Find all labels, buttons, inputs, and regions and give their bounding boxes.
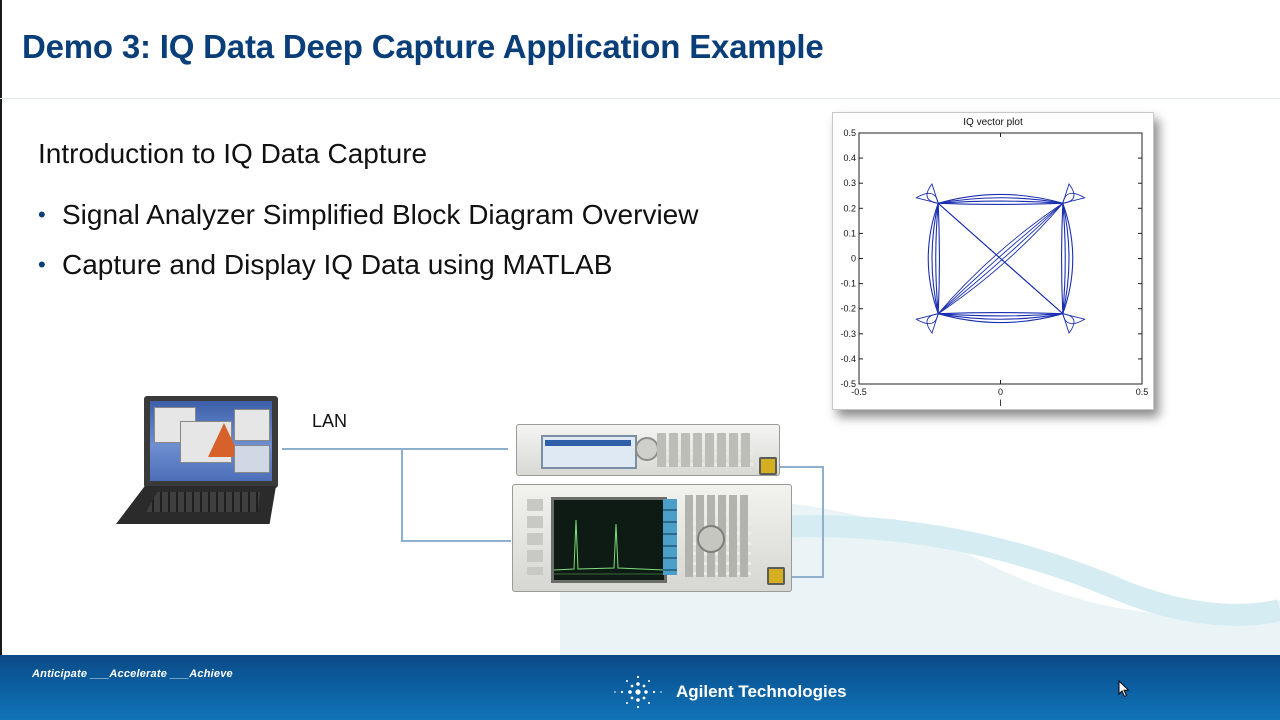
signal-generator-image: [516, 424, 780, 476]
lan-label: LAN: [312, 411, 348, 431]
iq-trajectory: [938, 312, 1063, 315]
generator-display: [541, 435, 637, 469]
y-tick-label: -0.1: [840, 279, 856, 289]
slide-left-border: [0, 0, 2, 655]
y-tick-label: 0.1: [843, 228, 856, 238]
analyzer-softkeys: [663, 499, 677, 575]
title-divider: [0, 98, 1280, 99]
generator-keypad: [657, 433, 753, 467]
iq-trajectory: [938, 313, 1063, 324]
rf-cable: [776, 466, 823, 468]
footer-bar: Anticipate ___Accelerate ___Achieve Agil…: [0, 655, 1280, 720]
x-axis-label: I: [999, 398, 1002, 408]
slide-title: Demo 3: IQ Data Deep Capture Application…: [22, 28, 824, 65]
bullet-marker: •: [38, 202, 46, 227]
iq-trajectory: [1061, 203, 1064, 314]
iq-vector-plot: IQ vector plot 0.5 0.4 0.3 0.2 0.1 0 -0.1 -0.2 -…: [832, 112, 1154, 410]
bullet-text: Signal Analyzer Simplified Block Diagram…: [62, 199, 699, 230]
iq-trajectory: [938, 313, 1063, 317]
y-tick-label: 0: [851, 254, 856, 264]
iq-trajectory: [1062, 192, 1086, 204]
iq-trajectory: [935, 203, 939, 314]
iq-trajectories: [915, 183, 1086, 334]
iq-trajectory: [915, 313, 939, 325]
rf-connector-icon: [759, 457, 777, 475]
iq-trajectory: [931, 203, 939, 314]
iq-trajectory: [1062, 203, 1066, 314]
agilent-spark-icon: [614, 675, 662, 709]
intro-text: Introduction to IQ Data Capture: [38, 138, 428, 169]
y-tick-label: 0.4: [843, 153, 856, 163]
y-tick-label: -0.5: [840, 379, 856, 389]
x-tick-label: -0.5: [851, 387, 867, 397]
y-tick-label: -0.2: [840, 304, 856, 314]
y-tick-label: -0.4: [840, 354, 856, 364]
y-tick-label: 0.2: [843, 203, 856, 213]
x-tick-label: 0.5: [1136, 387, 1149, 397]
iq-trajectory: [937, 202, 1064, 315]
iq-trajectory: [938, 197, 1063, 204]
knob-icon: [697, 525, 725, 553]
iq-plot-title: IQ vector plot: [963, 117, 1023, 128]
rf-cable: [822, 466, 824, 578]
rf-cable: [786, 576, 824, 578]
footer-tagline: Anticipate ___Accelerate ___Achieve: [32, 668, 233, 680]
bullet-item: • Signal Analyzer Simplified Block Diagr…: [38, 196, 718, 234]
bullet-marker: •: [38, 252, 46, 277]
lan-wire: [282, 448, 508, 450]
analyzer-side-buttons: [527, 499, 543, 575]
iq-plot-canvas: 0.5 0.4 0.3 0.2 0.1 0 -0.1 -0.2 -0.3 -0.4 -0.5-0.5…: [840, 128, 1149, 408]
iq-trajectory: [927, 203, 939, 314]
signal-analyzer-image: [512, 484, 792, 592]
lan-wire: [401, 448, 403, 542]
y-tick-label: 0.3: [843, 178, 856, 188]
iq-trajectory: [915, 192, 939, 204]
iq-trajectory: [1062, 203, 1070, 314]
iq-trajectory: [938, 193, 1063, 204]
lan-wire: [401, 540, 511, 542]
analyzer-display: [551, 497, 667, 583]
y-tick-label: -0.3: [840, 329, 856, 339]
bullet-list: • Signal Analyzer Simplified Block Diagr…: [38, 196, 718, 296]
x-tick-label: 0: [998, 387, 1003, 397]
laptop-image: [116, 396, 282, 530]
bullet-text: Capture and Display IQ Data using MATLAB: [62, 249, 613, 280]
iq-trajectory: [1062, 313, 1086, 325]
brand-name: Agilent Technologies: [676, 682, 847, 701]
y-tick-label: 0.5: [843, 128, 856, 138]
iq-trajectory: [937, 203, 940, 314]
iq-trajectory: [1062, 203, 1074, 314]
bullet-item: • Capture and Display IQ Data using MATL…: [38, 246, 718, 284]
rf-connector-icon: [767, 567, 785, 585]
mouse-pointer-icon: [1118, 680, 1130, 698]
laptop-screen: [144, 396, 278, 488]
iq-trajectory: [938, 313, 1063, 320]
knob-icon: [635, 437, 659, 461]
laptop-keyboard: [146, 492, 260, 512]
iq-trajectory: [938, 202, 1063, 205]
iq-trajectory: [938, 200, 1063, 204]
